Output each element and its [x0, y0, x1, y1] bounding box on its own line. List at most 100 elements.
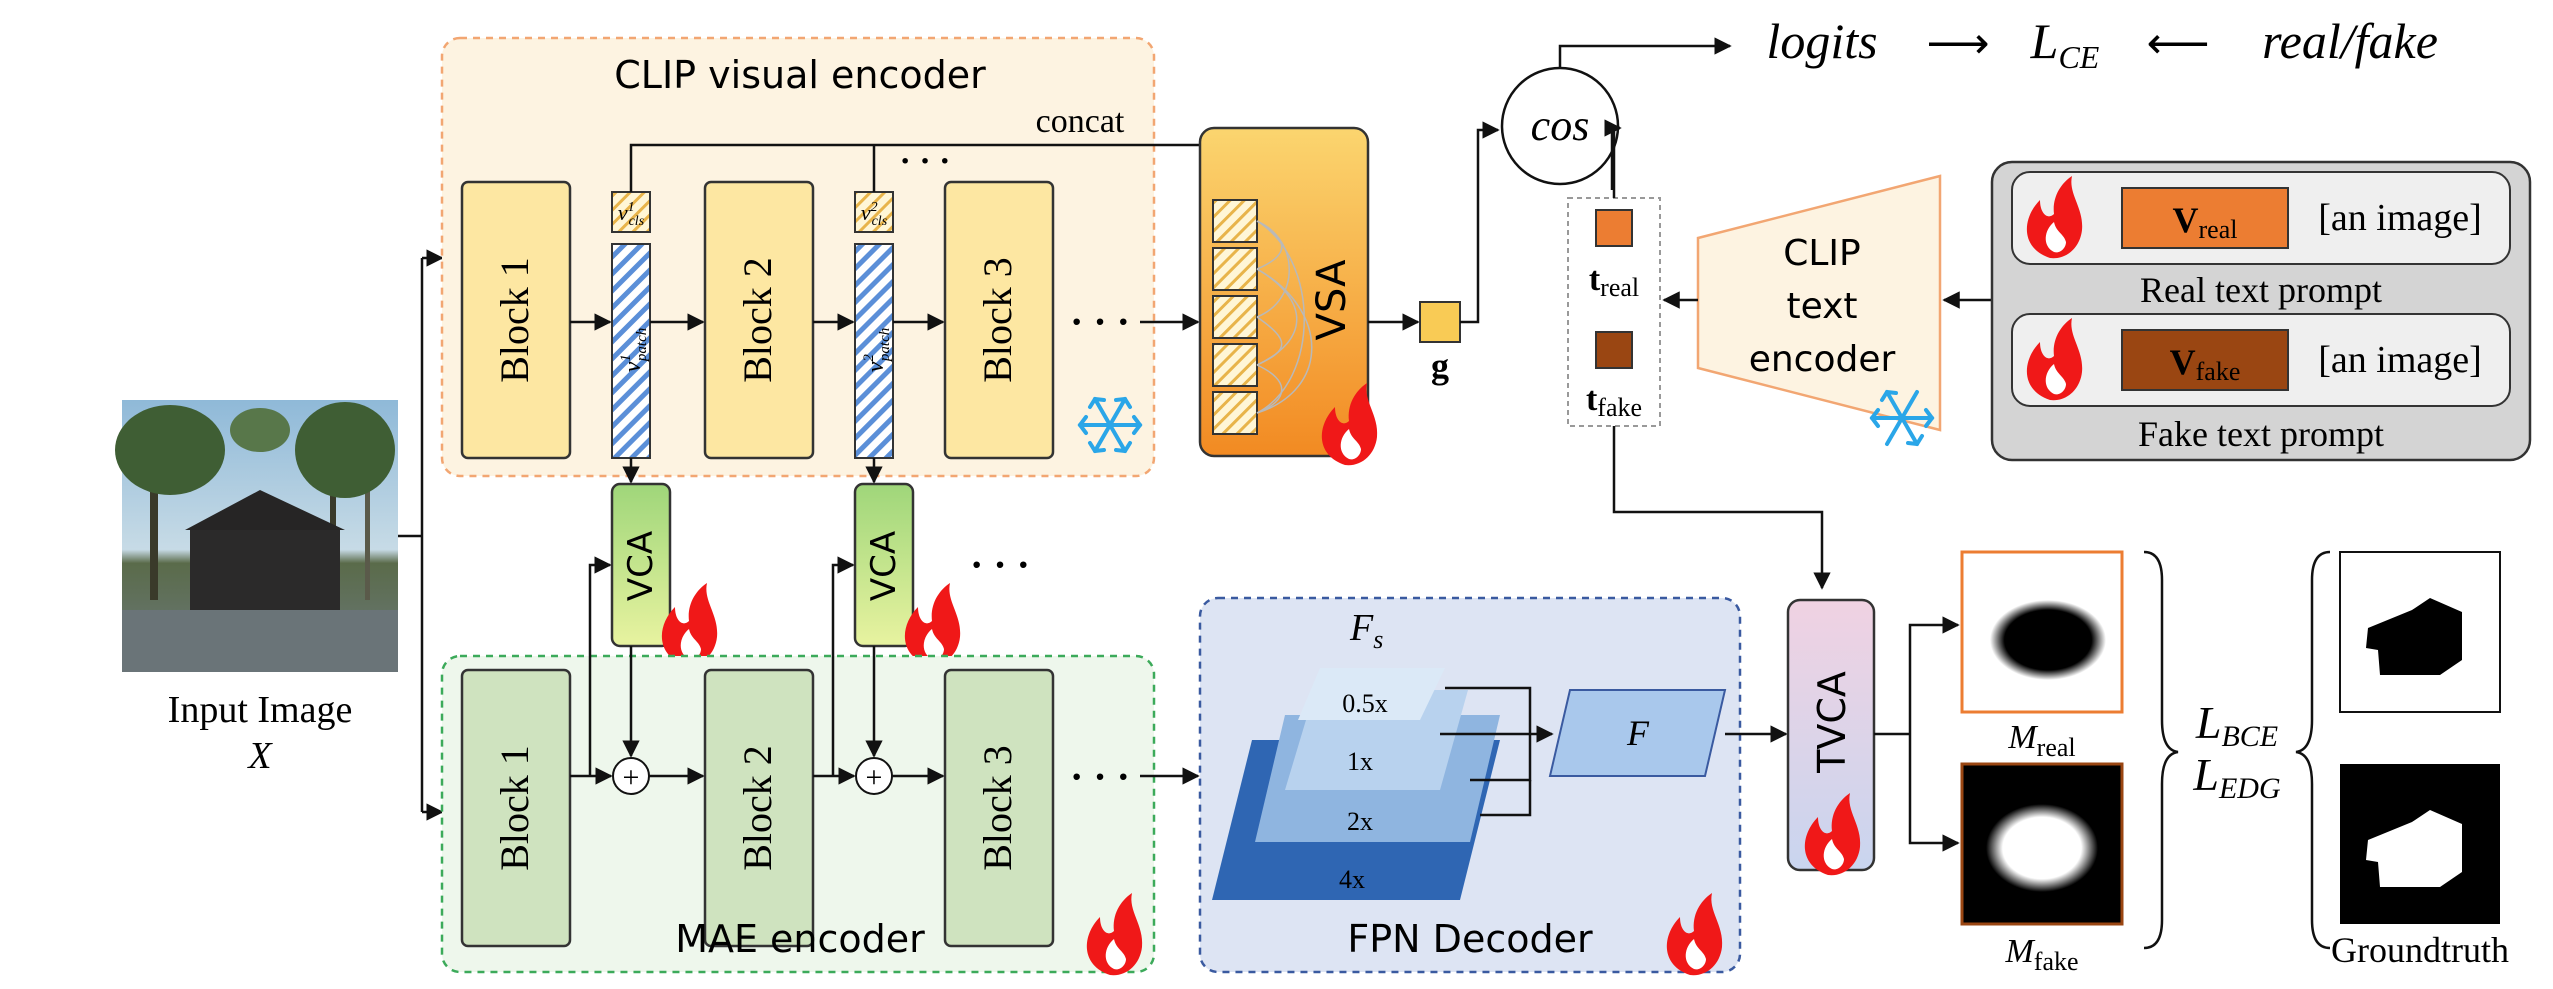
vsa-label: VSA [1309, 259, 1355, 340]
input-image-label: Input Image [168, 689, 353, 731]
clip-block-1-label: Block 1 [492, 257, 537, 383]
input-image-trees [115, 402, 398, 672]
fake-prompt-suffix: [an image] [2318, 339, 2482, 381]
real-prompt-suffix: [an image] [2318, 197, 2482, 239]
fs-label: Fs [1349, 607, 1383, 654]
fpn-output-f [1548, 689, 1727, 777]
input-branch-arrows [398, 249, 444, 821]
real-prompt-caption: Real text prompt [2140, 270, 2382, 310]
arrow-to-loss: ⟶ [1926, 19, 1989, 68]
mae-ellipsis: · · · [1070, 754, 1130, 799]
cls-ellipsis: · · · [899, 143, 950, 180]
concat-label: concat [1036, 103, 1125, 140]
tvca-label: TVCA [1810, 671, 1854, 774]
trainable-fire-icon [1804, 793, 1861, 876]
clip-block-2-label: Block 2 [735, 257, 780, 383]
frozen-snowflake-icon [1077, 396, 1143, 454]
cos-label: cos [1531, 101, 1590, 150]
trainable-fire-icon [2026, 318, 2083, 401]
clip-text-line-2: text [1786, 286, 1857, 327]
clip-visual-encoder: CLIP visual encoder Block 1 Block 2 Bloc… [440, 36, 1200, 478]
trainable-fire-icon [661, 583, 718, 666]
trainable-fire-icon [2026, 176, 2083, 259]
g-token-box [1419, 301, 1461, 343]
vca-ellipsis: · · · [970, 542, 1030, 587]
top-loss-row: logits ⟶ LCE ⟵ real/fake [1766, 13, 2438, 75]
add-node-2-symbol: + [866, 761, 883, 794]
text-token-column: treal tfake [1567, 119, 1831, 590]
t-real-token [1595, 209, 1633, 247]
v-real-label: Vreal [2173, 200, 2238, 244]
logits-label: logits [1766, 13, 1877, 69]
t-fake-label: tfake [1586, 381, 1642, 422]
fpn-scale-4x: 4x [1339, 865, 1365, 894]
trainable-fire-icon [904, 583, 961, 666]
clip-ellipsis: · · · [1070, 299, 1130, 344]
text-prompt-panel: Vreal [an image] Real text prompt Vfake … [1990, 160, 2532, 462]
clip-text-encoder-shape [1696, 174, 1942, 432]
fpn-decoder-title: FPN Decoder [1347, 917, 1593, 961]
v-real-token [2121, 187, 2289, 249]
loss-ce: LCE [2030, 13, 2100, 75]
mae-block-3 [943, 668, 1055, 948]
cls-token-1 [611, 191, 651, 233]
trainable-fire-icon [1666, 893, 1723, 976]
tvca-module[interactable]: TVCA [1786, 598, 1960, 876]
t-fake-token [1595, 331, 1633, 369]
vca-module-1[interactable]: VCA [610, 458, 672, 648]
vca-box-1 [610, 482, 672, 648]
patch-token-2 [854, 243, 894, 459]
patch-token-2-label: v2patch [861, 328, 893, 372]
mask-real-label: Mreal [2007, 719, 2075, 762]
v-fake-token [2121, 329, 2289, 391]
clip-text-encoder: CLIP text encoder [1662, 174, 1992, 447]
trainable-fire-icon [1086, 893, 1143, 976]
t-real-label: treal [1589, 261, 1639, 302]
add-node-1-symbol: + [623, 761, 640, 794]
vca-box-2 [853, 482, 915, 648]
vsa-token-stack [1212, 199, 1258, 435]
arrow-from-label: ⟵ [2146, 19, 2209, 68]
patch-token-1-label: v1patch [618, 328, 650, 372]
mae-block-3-label: Block 3 [975, 745, 1020, 871]
clip-text-line-3: encoder [1749, 339, 1896, 380]
fpn-scale-0-5x: 0.5x [1342, 689, 1388, 718]
trainable-fire-icon [1321, 383, 1378, 466]
mae-block-1-label: Block 1 [492, 745, 537, 871]
fpn-decoder: Fs 0.5x 1x 2x 4x F FPN Decoder [1198, 596, 1788, 976]
groundtruth-label: Groundtruth [2331, 930, 2509, 970]
vsa-attention-lines [1256, 220, 1313, 414]
input-image-group: Input Image X [115, 400, 398, 777]
input-variable: X [246, 735, 273, 777]
cls-token-2 [854, 191, 894, 233]
mae-encoder: Block 1 Block 2 Block 3 + + · · · MAE en… [440, 556, 1200, 976]
clip-text-line-1: CLIP [1783, 233, 1861, 274]
clip-visual-encoder-title: CLIP visual encoder [614, 53, 986, 97]
g-token: g [1368, 121, 1500, 386]
fpn-level-0-5x [1298, 668, 1445, 720]
clip-block-2 [703, 180, 815, 460]
mae-encoder-title: MAE encoder [675, 917, 925, 961]
mae-block-2-label: Block 2 [735, 745, 780, 871]
v-fake-label: Vfake [2170, 342, 2241, 386]
g-token-label: g [1431, 346, 1449, 386]
mae-block-1 [460, 668, 572, 948]
loss-bce: LBCE [2195, 697, 2278, 753]
cos-node: cos [1500, 37, 1732, 190]
vsa-module[interactable]: VSA [1198, 126, 1370, 458]
vca-module-2[interactable]: VCA [853, 458, 915, 648]
fpn-scale-2x: 2x [1347, 807, 1373, 836]
fake-prompt-caption: Fake text prompt [2138, 414, 2384, 454]
mask-real: Mreal [1960, 550, 2124, 762]
fpn-scale-1x: 1x [1347, 747, 1373, 776]
fpn-output-f-label: F [1626, 713, 1650, 753]
loss-edg: LEDG [2192, 749, 2281, 805]
vca-label-2: VCA [864, 531, 904, 601]
mae-block-2 [703, 668, 815, 948]
mask-fake-label: Mfake [2004, 933, 2078, 976]
vca-label-1: VCA [621, 531, 661, 601]
mask-fake: Mfake [1960, 762, 2124, 976]
